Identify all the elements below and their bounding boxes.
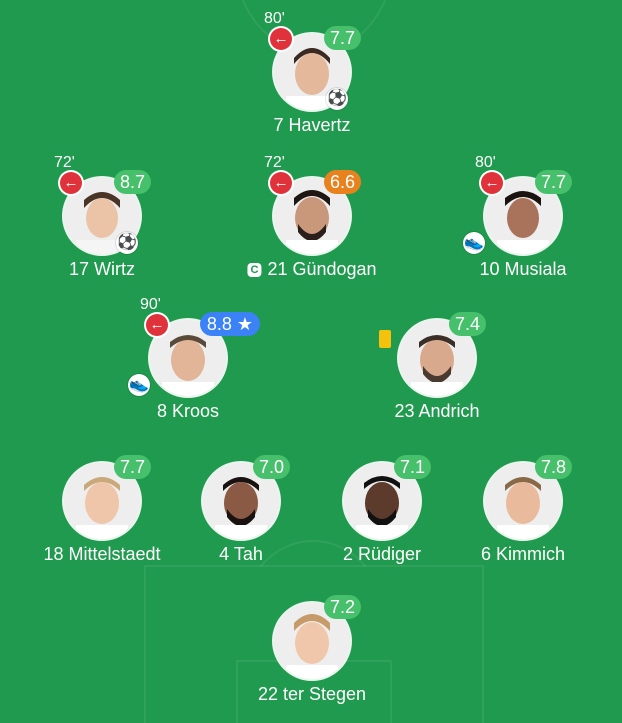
boot-icon: 👟: [463, 232, 485, 254]
player-rudiger[interactable]: 7.1 2 Rüdiger: [312, 443, 452, 573]
player-kimmich[interactable]: 7.8 6 Kimmich: [453, 443, 593, 573]
rating-badge: 7.1: [394, 455, 432, 479]
avatar: [485, 463, 561, 539]
player-name: 10 Musiala: [479, 259, 567, 279]
player-mittelstaedt[interactable]: 7.7 18 Mittelstaedt: [32, 443, 172, 573]
rating-badge: 8.7: [114, 170, 152, 194]
captain-icon: C: [247, 263, 262, 277]
sub-out-icon: ←: [481, 172, 503, 194]
boot-icon: 👟: [128, 374, 150, 396]
rating-badge: 7.7: [535, 170, 573, 194]
player-name: C 21 Gündogan: [247, 258, 377, 280]
rating-badge: 8.8 ★: [200, 312, 260, 336]
sub-minute: 90': [140, 296, 161, 313]
player-name: 18 Mittelstaedt: [43, 544, 161, 564]
yellow-card-icon: [379, 330, 391, 348]
player-name: 2 Rüdiger: [342, 544, 422, 564]
player-name: 7 Havertz: [273, 115, 351, 135]
player-name: 6 Kimmich: [480, 544, 566, 564]
rating-badge: 7.8: [535, 455, 573, 479]
sub-out-icon: ←: [270, 28, 292, 50]
ball-icon: ⚽: [326, 88, 348, 110]
rating-badge: 6.6: [324, 170, 362, 194]
rating-badge: 7.7: [114, 455, 152, 479]
rating-badge: 7.0: [253, 455, 291, 479]
player-name: 4 Tah: [219, 544, 263, 564]
player-name: 22 ter Stegen: [257, 684, 367, 704]
player-name: 23 Andrich: [394, 401, 480, 421]
player-havertz[interactable]: 80' ← 7.7 ⚽ 7 Havertz: [242, 10, 382, 144]
player-tah[interactable]: 7.0 4 Tah: [171, 443, 311, 573]
rating-badge: 7.2: [324, 595, 362, 619]
avatar: [203, 463, 279, 539]
player-name-text: 21 Gündogan: [267, 259, 377, 279]
sub-minute: 72': [264, 154, 285, 171]
player-name: 8 Kroos: [156, 401, 220, 421]
player-terstegen[interactable]: 7.2 22 ter Stegen: [242, 583, 382, 713]
sub-out-icon: ←: [60, 172, 82, 194]
sub-minute: 72': [54, 154, 75, 171]
sub-minute: 80': [475, 154, 496, 171]
penalty-box-line: [144, 565, 484, 723]
sub-minute: 80': [264, 10, 285, 27]
player-gundogan[interactable]: 72' ← 6.6 C 21 Gündogan: [242, 154, 382, 288]
player-name: 17 Wirtz: [68, 259, 136, 279]
player-andrich[interactable]: 7.4 23 Andrich: [367, 300, 507, 430]
avatar: [64, 463, 140, 539]
sub-out-icon: ←: [146, 314, 168, 336]
sub-out-icon: ←: [270, 172, 292, 194]
rating-badge: 7.4: [449, 312, 487, 336]
ball-icon: ⚽: [116, 232, 138, 254]
player-kroos[interactable]: 90' ← 8.8 ★ 👟 8 Kroos: [118, 296, 260, 430]
rating-badge: 7.7: [324, 26, 362, 50]
player-musiala[interactable]: 80' ← 7.7 👟 10 Musiala: [453, 154, 593, 288]
player-wirtz[interactable]: 72' ← 8.7 ⚽ 17 Wirtz: [32, 154, 172, 288]
